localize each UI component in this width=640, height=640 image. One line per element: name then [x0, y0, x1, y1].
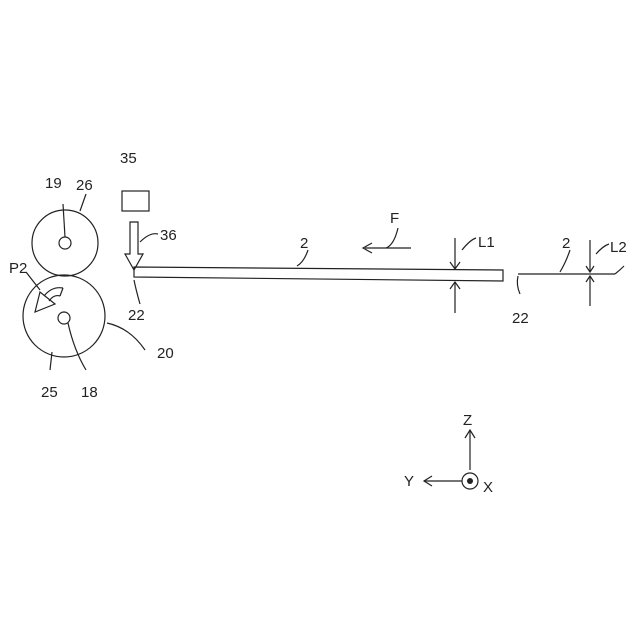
sheet-thin [517, 250, 624, 294]
label-18: 18 [81, 384, 98, 401]
thickness-l1 [450, 238, 476, 313]
label-p2: P2 [9, 260, 27, 277]
label-l2: L2 [610, 239, 627, 256]
label-y: Y [404, 473, 414, 490]
label-2-thin: 2 [562, 235, 570, 252]
label-22-right: 22 [512, 310, 529, 327]
lower-roller [23, 275, 105, 370]
label-35: 35 [120, 150, 137, 167]
label-x: X [483, 479, 493, 496]
label-l1: L1 [478, 234, 495, 251]
label-36: 36 [160, 227, 177, 244]
press-arrow [125, 222, 158, 270]
roller-unit-leader [107, 323, 145, 350]
force-arrow [363, 228, 411, 253]
label-20: 20 [157, 345, 174, 362]
thickness-l2 [586, 240, 609, 306]
label-22-left: 22 [128, 307, 145, 324]
rotation-arrow [26, 272, 63, 312]
label-26: 26 [76, 177, 93, 194]
label-f: F [390, 210, 399, 227]
label-z: Z [463, 412, 472, 429]
upper-roller [32, 194, 98, 276]
head-box [122, 191, 149, 211]
label-19: 19 [45, 175, 62, 192]
label-25: 25 [41, 384, 58, 401]
sheet-thick [134, 250, 503, 304]
coordinate-axes [424, 430, 478, 489]
label-2-sheet: 2 [300, 235, 308, 252]
